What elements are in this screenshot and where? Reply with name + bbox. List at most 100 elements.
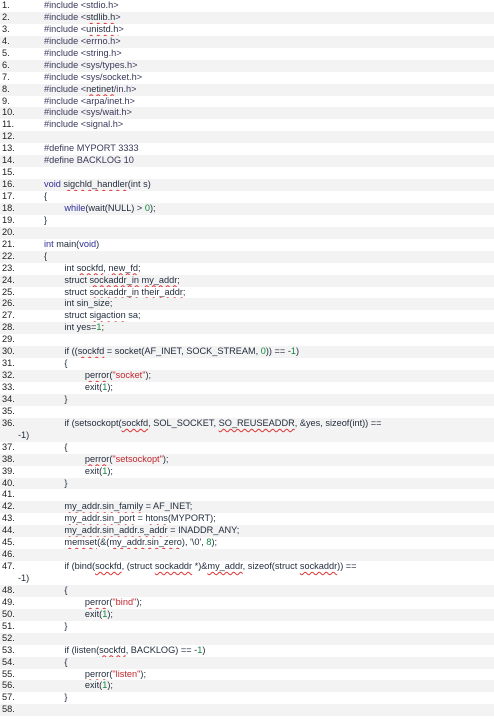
code-token: } [44, 620, 68, 631]
line-number: 15. [2, 167, 15, 178]
line-number: 8. [2, 83, 10, 94]
line-number: 18. [2, 202, 15, 213]
line-number: 33. [2, 382, 15, 392]
code-line: 55. perror("listen"); [0, 668, 494, 681]
code-line: 24. struct sockaddr_in my_addr; [0, 274, 494, 287]
code-line: 13.#define MYPORT 3333 [0, 143, 494, 156]
code-token: 8 [206, 537, 212, 548]
code-line: 45. memset(&(my_addr.sin_zero), '\0', 8)… [0, 537, 494, 550]
code-line: 40. } [0, 477, 494, 490]
code-token: ); [136, 596, 142, 607]
line-number: 29. [2, 334, 15, 345]
line-number: 11. [2, 119, 15, 130]
line-number: 55. [2, 668, 15, 679]
flagged-token: my_addr.sin_port [64, 513, 135, 524]
code-line: 9. #include <arpa/inet.h> [0, 95, 494, 108]
code-token: ( [109, 596, 113, 607]
code-line: 36. if (setsockopt(sockfd, SOL_SOCKET, S… [0, 417, 494, 442]
code-token: "listen" [112, 668, 141, 679]
code-token [44, 525, 64, 535]
code-token: /in.h> [113, 83, 137, 94]
code-line: 56. exit(1); [0, 680, 494, 693]
code-text: exit(1); [44, 680, 113, 692]
code-line: 47. if (bind(sockfd, (struct sockaddr *)… [0, 561, 494, 585]
code-line: 14.#define BACKLOG 10 [0, 155, 494, 168]
line-number: 24. [2, 274, 15, 285]
code-line: 49. perror("bind"); [0, 596, 494, 609]
code-token: ); [107, 465, 113, 476]
code-line: 33. exit(1); [0, 382, 494, 394]
code-token: struct [44, 310, 90, 321]
code-token: ; [101, 322, 105, 333]
flagged-token: sockaddr [154, 561, 193, 572]
wrapped-continuation: -1) [18, 429, 30, 440]
flagged-token: sockfd [95, 561, 122, 572]
code-token: { [44, 656, 68, 667]
code-text: { [44, 442, 67, 454]
code-text: struct sockaddr_in their_addr; [44, 287, 185, 299]
code-text: { [44, 358, 67, 370]
code-line: 37. { [0, 441, 494, 454]
line-number: 2. [2, 11, 10, 22]
code-line: 50. exit(1); [0, 608, 494, 621]
code-token: exit( [44, 382, 103, 392]
line-number: 51. [2, 620, 15, 631]
line-number: 22. [2, 250, 15, 261]
code-token: if (bind( [44, 561, 96, 572]
line-number: 56. [2, 680, 15, 691]
line-number: 7. [2, 71, 10, 82]
code-line: 17.{ [0, 191, 494, 203]
code-line: 10.#include <sys/wait.h> [0, 107, 494, 120]
code-line: 8.#include <netinet/in.h> [0, 83, 494, 96]
code-line: 19.} [0, 214, 494, 227]
code-token [44, 370, 85, 380]
code-text: perror("bind"); [44, 597, 142, 609]
code-text: perror("setsockopt"); [44, 454, 169, 466]
code-line: 35. [0, 405, 494, 418]
code-token: ; [138, 262, 141, 273]
line-number: 50. [2, 608, 15, 619]
flagged-token: perror [84, 370, 110, 381]
code-line: 2. #include <stdlib.h> [0, 11, 494, 24]
code-line: 46. [0, 549, 494, 562]
code-token: struct [44, 286, 90, 297]
code-line: 22.{ [0, 250, 494, 263]
code-text: } [44, 620, 68, 633]
line-number: 45. [2, 537, 15, 548]
code-line: 18. while(wait(NULL) > 0); [0, 202, 494, 215]
code-token: 1 [102, 465, 108, 476]
code-token: void [44, 179, 64, 190]
code-line: 57. } [0, 692, 494, 705]
code-text: #include <stdlib.h> [44, 12, 121, 24]
line-number: 9. [2, 95, 10, 106]
code-token: > [115, 11, 121, 22]
flagged-token: perror [84, 596, 110, 607]
code-text: exit(1); [44, 382, 113, 394]
flagged-token: my_addr [141, 274, 178, 285]
code-token: exit( [44, 465, 103, 476]
line-number: 26. [2, 298, 15, 309]
code-line: 1.#include <stdio.h> [0, 0, 494, 12]
code-line: 28. int yes=1; [0, 322, 494, 335]
code-token [44, 203, 64, 213]
code-token: (MYPORT); [167, 513, 216, 524]
code-token: > [118, 23, 124, 34]
code-text: #include <string.h> [44, 48, 122, 60]
code-token [44, 501, 64, 511]
code-text: int sockfd, new_fd; [44, 262, 141, 275]
code-line: 48. { [0, 584, 494, 597]
code-token: , &yes, sizeof(int)) == [294, 417, 382, 428]
code-text: } [44, 394, 67, 406]
code-token: #include <arpa/inet.h> [44, 95, 135, 106]
code-token: , sizeof(struct [242, 561, 300, 572]
code-line: 3.#include <unistd.h> [0, 23, 494, 36]
flagged-token: sockaddr_in [89, 286, 139, 297]
code-token: { [44, 584, 68, 595]
code-text: int main(void) [44, 239, 99, 251]
code-line: 16.void sigchld_handler(int s) [0, 179, 494, 191]
code-token: main( [53, 238, 80, 249]
code-token [44, 454, 85, 464]
flagged-token: sigchld_handler [63, 179, 128, 190]
code-text: if (bind(sockfd, (struct sockaddr *)&my_… [44, 561, 356, 573]
